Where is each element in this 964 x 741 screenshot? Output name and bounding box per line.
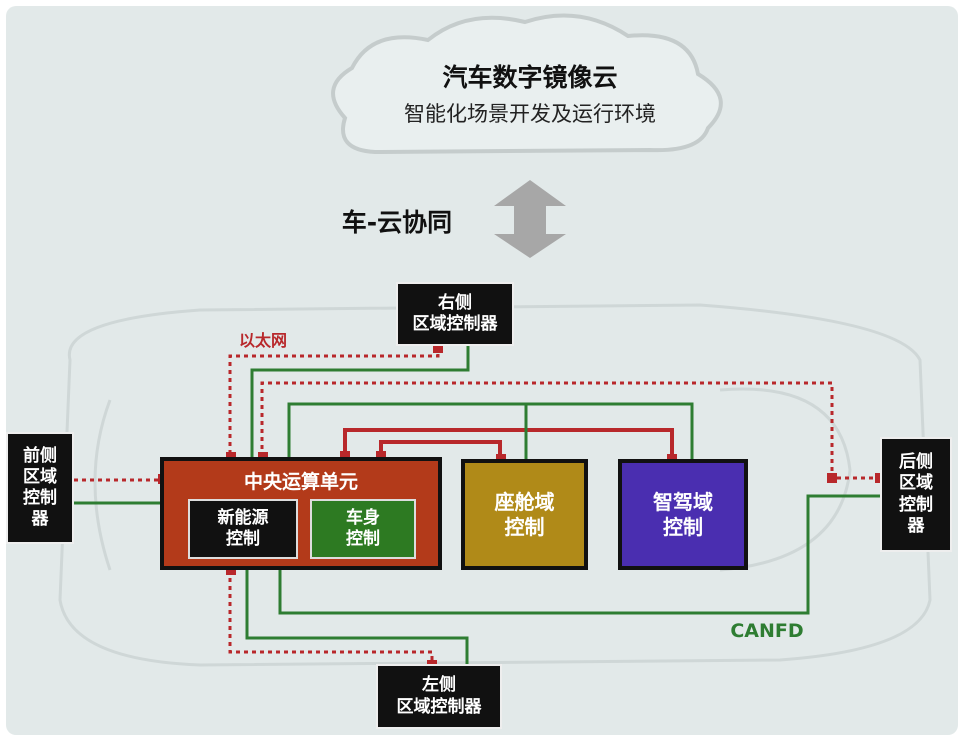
canfd-label: CANFD xyxy=(730,620,804,642)
front-zone-controller-label: 前侧 区域 控制 器 xyxy=(23,445,57,530)
cloud-subtitle: 智能化场景开发及运行环境 xyxy=(404,102,656,126)
double-arrow-icon xyxy=(494,180,566,258)
ev-control-module: 新能源 控制 xyxy=(188,499,298,559)
ethernet-links xyxy=(74,346,880,665)
ev-control-label: 新能源 控制 xyxy=(217,507,269,549)
vehicle-cloud-sync-label: 车-云协同 xyxy=(341,208,453,237)
front-zone-controller: 前侧 区域 控制 器 xyxy=(6,432,74,544)
canfd-links xyxy=(74,346,880,665)
cloud-shape xyxy=(331,13,723,155)
cockpit-domain-controller: 座舱域 控制 xyxy=(461,459,588,570)
left-zone-controller-label: 左侧 区域控制器 xyxy=(396,675,482,717)
rear-zone-controller-label: 后侧 区域 控制 器 xyxy=(899,452,933,536)
body-control-label: 车身 控制 xyxy=(346,507,380,549)
central-computing-unit-title: 中央运算单元 xyxy=(243,471,358,493)
right-zone-controller-label: 右侧 区域控制器 xyxy=(412,292,498,334)
cockpit-domain-label: 座舱域 控制 xyxy=(494,489,555,539)
cloud-title: 汽车数字镜像云 xyxy=(442,63,618,92)
left-zone-controller: 左侧 区域控制器 xyxy=(376,664,502,729)
body-control-module: 车身 控制 xyxy=(310,499,416,559)
central-computing-unit: 中央运算单元 新能源 控制 车身 控制 xyxy=(160,457,442,570)
rear-zone-controller: 后侧 区域 控制 器 xyxy=(880,437,952,552)
ethernet-label: 以太网 xyxy=(238,331,287,350)
adas-domain-label: 智驾域 控制 xyxy=(653,489,713,539)
right-zone-controller: 右侧 区域控制器 xyxy=(396,282,514,346)
ethernet-domain-links xyxy=(343,428,674,459)
adas-domain-controller: 智驾域 控制 xyxy=(618,459,748,570)
